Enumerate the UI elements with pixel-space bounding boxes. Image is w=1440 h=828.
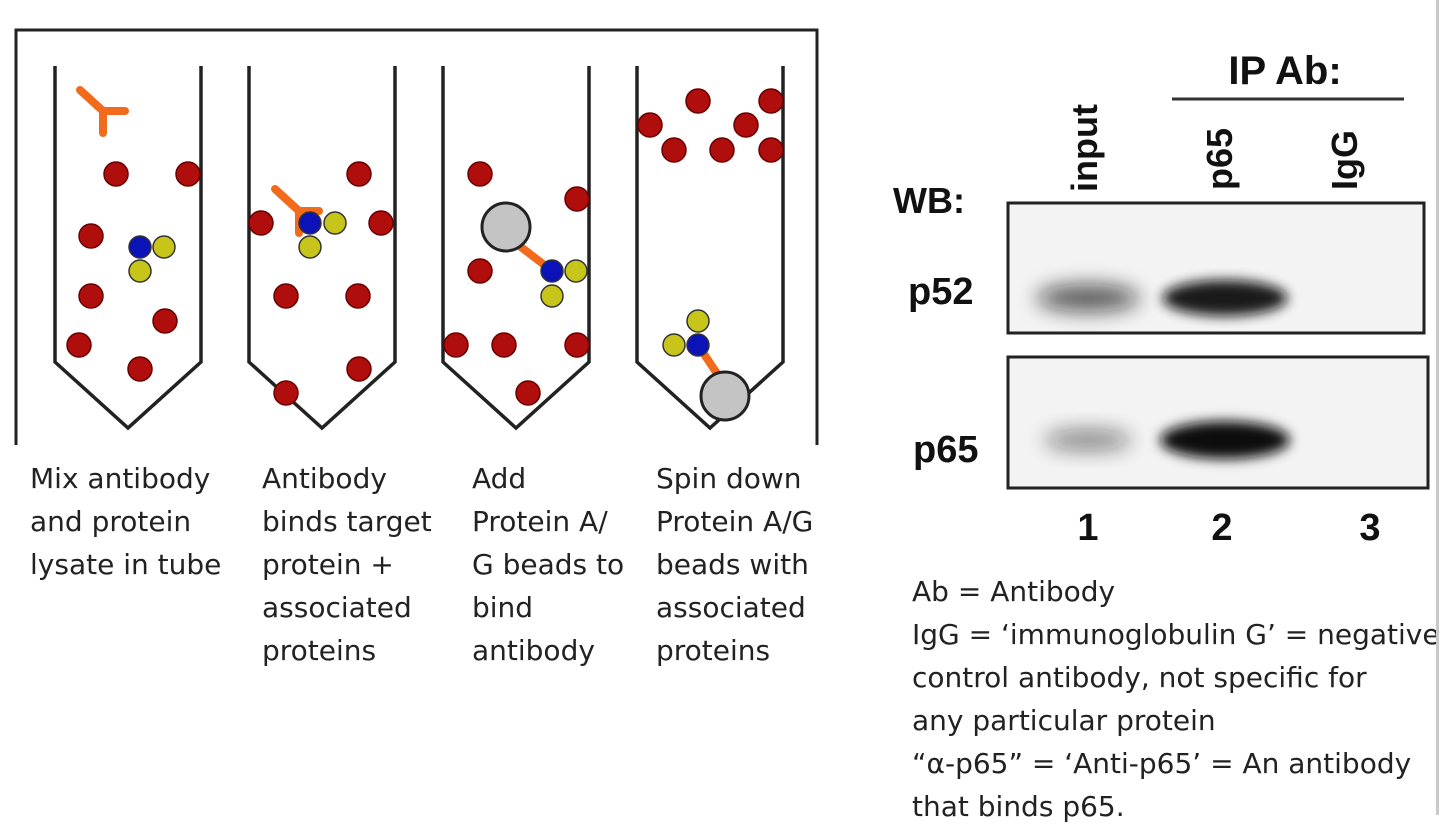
lysate-protein-icons (66, 161, 201, 382)
blot-band-p52-lane-1 (1036, 284, 1140, 312)
blot-band-p65-lane-1 (1044, 429, 1132, 451)
tube-outline (635, 66, 785, 431)
definition-line: “α-p65” = ‘Anti-p65’ = An antibody (912, 747, 1412, 780)
tube-panel-frame (14, 28, 819, 445)
bead-icon (699, 370, 751, 422)
definition-line: that binds p65. (912, 790, 1125, 823)
lane-number-3: 3 (1359, 507, 1380, 549)
western-blot: IP Ab: input p65 IgG WB: p52 p65 1 2 3 (893, 49, 1430, 549)
tube-outline (53, 66, 203, 431)
wb-label: WB: (893, 180, 965, 221)
lysate-protein-icons (248, 161, 394, 406)
definition-line: control antibody, not specific for (912, 661, 1367, 694)
lane-number-1: 1 (1077, 507, 1098, 549)
step-caption-1: Mix antibody and protein lysate in tube (30, 462, 222, 581)
definitions: Ab = Antibody IgG = ‘immunoglobulin G’ =… (912, 570, 1436, 828)
step-caption-4: Spin down Protein A/G beads with associa… (656, 462, 814, 667)
step-caption-2: Antibody binds target protein + associat… (262, 462, 432, 667)
tube-4 (635, 66, 785, 431)
blot-band-p52-lane-2 (1162, 279, 1288, 317)
lysate-protein-icons (443, 161, 590, 406)
definition-line: any particular protein (912, 704, 1216, 737)
blot-band-p65-lane-2 (1160, 421, 1290, 459)
tube-outline (441, 66, 591, 431)
protein-complex-icon (662, 309, 710, 357)
tube-1 (53, 66, 203, 431)
lysate-protein-icons (637, 88, 784, 163)
lane-name-igg: IgG (1324, 130, 1365, 190)
tube-2 (247, 66, 397, 431)
tube-3 (441, 66, 591, 431)
tube-outline (247, 66, 397, 431)
step-caption-3: Add Protein A/ G beads to bind antibody (472, 462, 625, 667)
antibody-icon (513, 240, 551, 271)
protein-complex-icon (540, 259, 588, 308)
lane-number-2: 2 (1211, 507, 1232, 549)
ip-header: IP Ab: (1228, 49, 1341, 93)
page-edge-rule (1436, 0, 1439, 815)
definition-line: Ab = Antibody (912, 575, 1116, 608)
protein-complex-icon (128, 235, 176, 283)
lane-name-input: input (1064, 104, 1105, 192)
antibody-icon (76, 86, 129, 137)
definition-line: IgG = ‘immunoglobulin G’ = negative (912, 618, 1436, 651)
lane-name-p65: p65 (1199, 128, 1240, 190)
protein-complex-icon (298, 211, 347, 259)
bead-icon (480, 201, 532, 253)
row-label-p52: p52 (908, 271, 973, 313)
row-label-p65: p65 (913, 429, 978, 471)
